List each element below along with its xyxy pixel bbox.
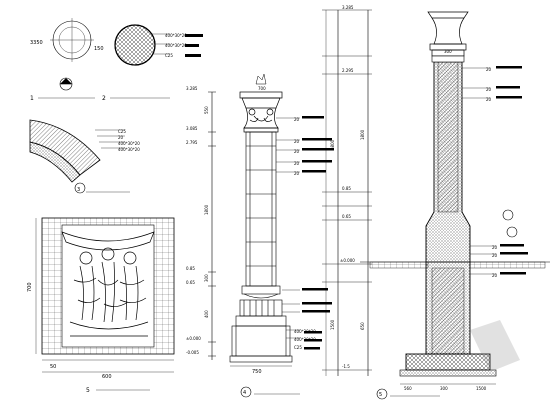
v4-note-1: 20 [294,117,300,122]
note-text-block-2 [185,44,199,47]
level-2: 3.085 [186,126,198,131]
v6-level-5: ±0.000 [340,258,355,263]
column-base [229,285,293,363]
note-3: C25 [165,53,173,58]
note-2: 400*30*20 [165,43,187,48]
v4-top-dim: 700 [258,86,266,91]
dim-label-2: 150 [94,46,104,52]
v3-label-3: 400*30*20 [118,141,140,146]
v6-capital [427,11,469,57]
note-text-block-1 [185,34,203,37]
v6-note-3: 20 [486,97,492,102]
view-6-column-section: 3.285 2.295 0.85 0.65 ±0.000 -1.5 3800 1… [322,5,550,400]
v6-bdim-2: 300 [440,386,448,391]
v4-dim-1: 550 [204,106,209,114]
section-outline [114,24,156,66]
section-marker-fill [60,78,72,84]
caption-number-5b: 5 [379,392,382,398]
level-1: 3.285 [186,86,198,91]
v6-dim-1: 3800 [330,139,335,150]
caption-number-4: 4 [243,390,246,396]
view-4-marker [240,386,252,398]
v4-dim-3: 300 [204,274,209,282]
level-5: 0.65 [186,280,195,285]
level-4: 0.85 [186,266,195,271]
v4-note-text-blocks [302,116,334,350]
v4-leaders [276,117,300,339]
v4-note-2: 20 [294,139,300,144]
v4-dim-2: 1800 [204,204,209,215]
v6-bdim-3: 1500 [476,386,487,391]
v6-ticks [322,9,372,371]
column-shaft [245,131,277,287]
v6-note-4: 20 [492,245,498,250]
ground-paving [469,261,546,269]
v6-top-width: 300 [444,49,452,54]
view-2-section: 400*30*20 400*30*20 C25 2 [102,24,203,102]
caption-number-2: 2 [102,95,106,102]
panel-small-dim: 50 [50,364,56,370]
v3-label-2: 20 [118,135,124,140]
v4-dim-4: 400 [204,310,209,318]
v4-bottom-dim: 750 [252,369,262,375]
v6-footing-core [431,267,465,355]
view-1-plan: 3350 150 1 [30,18,104,102]
panel-height-dim: 700 [27,282,33,292]
v6-level-6: -1.5 [342,364,350,369]
view-5-relief-panel: 700 50 600 5 [27,217,175,394]
v4-dim-ticks [208,91,216,357]
v6-bdim-1: 560 [404,386,412,391]
v6-note-2: 20 [486,87,492,92]
level-3: 2.795 [186,140,198,145]
view-3-detail: C25 20 400*30*20 400*30*20 3 [29,119,140,194]
v4-note-5: 20 [294,171,300,176]
view-3-marker [74,182,86,194]
v6-footing-base [405,353,491,371]
v6-level-2: 2.295 [342,68,354,73]
v6-dim-3: 1500 [330,319,335,330]
v6-core [437,61,459,213]
v4-note-3: 20 [294,149,300,154]
caption-number-3: 3 [77,187,80,193]
curved-finish [29,141,81,183]
caption-number-5a: 5 [86,387,90,394]
ground-paving-left [369,261,429,269]
level-7: -0.005 [186,350,199,355]
caption-number-1: 1 [30,95,34,102]
v6-note-1: 20 [486,67,492,72]
v6-bedding [399,369,497,377]
relief-figures [69,247,149,337]
column-capital [239,91,283,133]
v3-label-4: 400*30*20 [118,147,140,152]
v6-level-4: 0.65 [342,214,351,219]
v6-leaders [462,67,496,275]
view-5-marker [376,388,388,400]
note-text-block-3 [185,54,201,57]
watermark-shade [470,320,520,372]
dim-label-1: 3350 [30,40,43,46]
v6-note-6: 20 [492,273,498,278]
view-4-column-elevation: 3.285 3.085 2.795 0.85 0.65 ±0.000 -0.00… [186,73,334,398]
panel-relief-area [61,224,155,348]
v6-section-marker [502,209,514,221]
v4-note-8: C25 [294,345,302,350]
level-6: ±0.000 [186,336,201,341]
relief-basin [61,231,155,251]
panel-width-dim: 600 [102,374,112,380]
finial [255,73,267,85]
v6-level-1: 3.285 [342,5,354,10]
v6-dim-2: 1800 [360,129,365,140]
v6-note-text-blocks [496,66,528,275]
v6-level-3: 0.85 [342,186,351,191]
note-1: 400*30*20 [165,33,187,38]
v4-note-4: 20 [294,161,300,166]
v6-note-5: 20 [492,253,498,258]
v3-label-1: C25 [118,129,126,134]
v6-section-marker-2 [506,226,518,238]
v6-cap-block [431,55,465,63]
v6-dim-4: 650 [360,322,365,330]
